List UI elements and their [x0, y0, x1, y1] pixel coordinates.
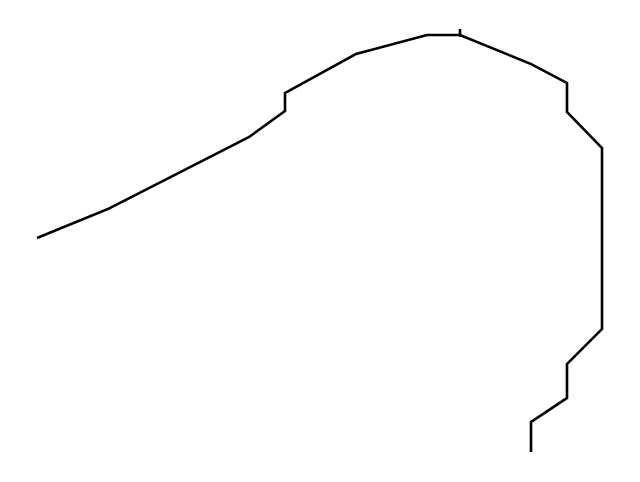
- black-line-path: [36, 33, 604, 452]
